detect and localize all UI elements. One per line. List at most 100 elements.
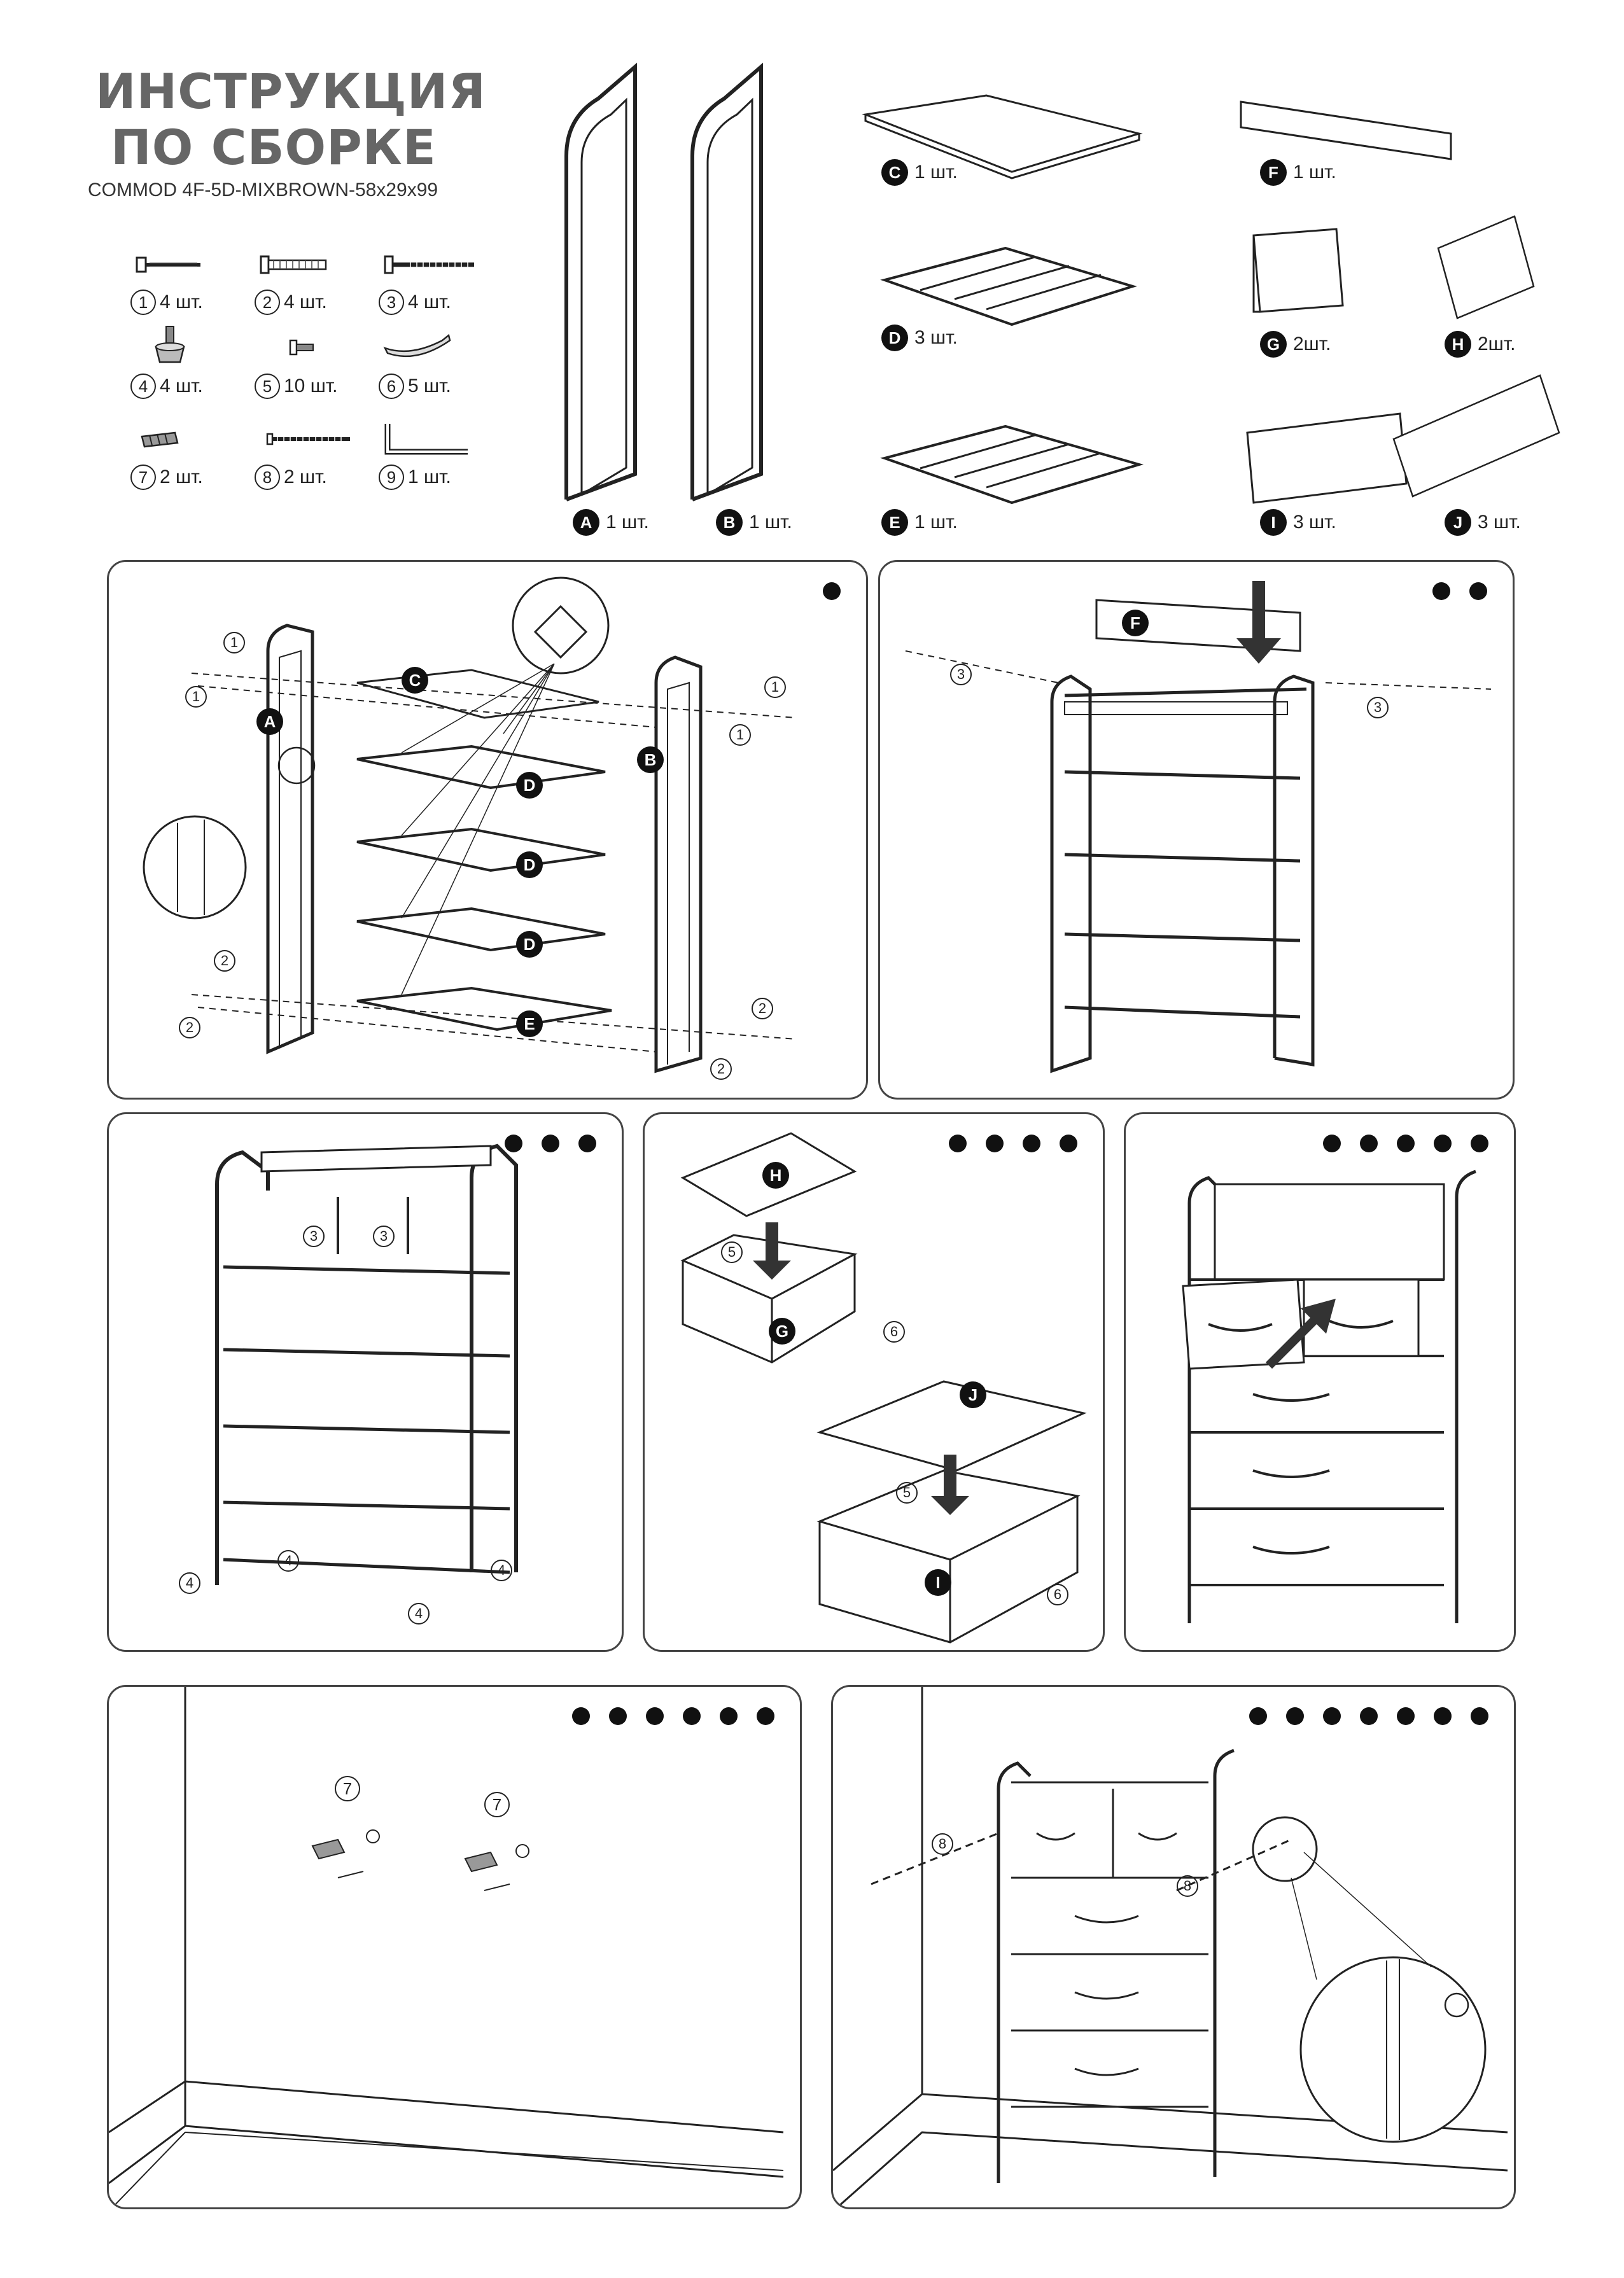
- page-title: ИНСТРУКЦИЯ ПО СБОРКЕ: [95, 63, 486, 176]
- callout-1: 1: [223, 632, 245, 653]
- step-7-panel: 8 8: [831, 1685, 1516, 2209]
- callout-2: 2: [214, 950, 235, 972]
- part-letter: G: [1260, 331, 1287, 358]
- hardware-number: 9: [379, 465, 404, 490]
- step-dot: [1432, 582, 1450, 600]
- hardware-number: 4: [130, 374, 156, 399]
- step-dot: [1323, 1707, 1341, 1725]
- callout-8: 8: [932, 1833, 953, 1855]
- step-2-drawing: [905, 581, 1492, 1073]
- step-1-drawing: [143, 576, 797, 1073]
- callout-1: 1: [764, 676, 786, 698]
- part-qty: 2шт.: [1293, 333, 1331, 354]
- callout-3: 3: [1367, 697, 1389, 718]
- part-letter: C: [881, 159, 908, 186]
- hardware-number: 8: [255, 465, 280, 490]
- step-3-dots: [505, 1135, 596, 1152]
- part-letter: I: [1260, 509, 1287, 536]
- callout-e: E: [516, 1010, 543, 1037]
- step-5-panel: [1124, 1112, 1516, 1652]
- hardware-qty: 2 шт.: [160, 466, 203, 487]
- callout-2: 2: [752, 998, 773, 1019]
- step-dot: [1023, 1135, 1040, 1152]
- part-qty: 1 шт.: [914, 162, 958, 183]
- title-line-1: ИНСТРУКЦИЯ: [95, 63, 486, 120]
- step-dot: [1360, 1707, 1378, 1725]
- part-letter: F: [1260, 159, 1287, 186]
- callout-b: B: [637, 746, 664, 773]
- callout-3: 3: [373, 1226, 395, 1247]
- callout-5: 5: [721, 1241, 743, 1263]
- part-letter: A: [573, 509, 599, 536]
- hardware-qty: 4 шт.: [408, 291, 451, 312]
- step-2-panel: F 3 3: [878, 560, 1515, 1100]
- part-label-g: G 2шт.: [1260, 331, 1331, 358]
- callout-3: 3: [303, 1226, 325, 1247]
- step-5-drawing: [1182, 1170, 1476, 1623]
- step-3-drawing: [215, 1143, 518, 1585]
- part-letter: J: [1445, 509, 1471, 536]
- callout-c: C: [402, 667, 428, 694]
- step-6-panel: 7 7: [107, 1685, 802, 2209]
- step-dot: [757, 1707, 774, 1725]
- hardware-qty: 4 шт.: [160, 375, 203, 396]
- hardware-qty: 4 шт.: [284, 291, 327, 312]
- step-dot: [949, 1135, 967, 1152]
- hardware-qty: 4 шт.: [160, 291, 203, 312]
- step-dot: [505, 1135, 522, 1152]
- step-dot: [1397, 1135, 1415, 1152]
- step-3-panel: 3 3 4 4 4 4: [107, 1112, 624, 1652]
- hardware-number: 1: [130, 290, 156, 315]
- part-qty: 3 шт.: [914, 327, 958, 348]
- step-dot: [1060, 1135, 1077, 1152]
- step-4-panel: H G J I 5 5 6 6: [643, 1112, 1105, 1652]
- callout-d: D: [516, 851, 543, 878]
- step-dot: [1286, 1707, 1304, 1725]
- part-qty: 1 шт.: [606, 512, 649, 533]
- model-code: COMMOD 4F-5D-MIXBROWN-58x29x99: [88, 179, 438, 200]
- callout-6: 6: [1047, 1584, 1068, 1605]
- step-dot: [1434, 1707, 1452, 1725]
- callout-f: F: [1122, 610, 1149, 636]
- step-dot: [609, 1707, 627, 1725]
- callout-2: 2: [179, 1017, 200, 1038]
- hardware-number: 7: [130, 465, 156, 490]
- leveling-foot-icon: [155, 326, 185, 363]
- part-qty: 2шт.: [1478, 333, 1516, 354]
- part-side-frames: [560, 60, 789, 512]
- step-dot: [683, 1707, 701, 1725]
- callout-j: J: [960, 1381, 986, 1408]
- step-dot: [1469, 582, 1487, 600]
- callout-d: D: [516, 931, 543, 958]
- part-qty: 3 шт.: [1478, 512, 1521, 533]
- wall-anchor-icon: [141, 431, 179, 448]
- callout-4: 4: [491, 1560, 512, 1581]
- step-7-dots: [1249, 1707, 1488, 1725]
- step-dot: [1471, 1707, 1488, 1725]
- part-label-j: J 3 шт.: [1445, 509, 1521, 536]
- step-dot: [1249, 1707, 1267, 1725]
- callout-4: 4: [277, 1550, 299, 1572]
- bolt-icon: [260, 255, 327, 274]
- small-screw-icon: [289, 339, 314, 356]
- step-5-dots: [1323, 1135, 1488, 1152]
- hardware-qty: 5 шт.: [408, 375, 451, 396]
- part-qty: 1 шт.: [1293, 162, 1336, 183]
- panels-drawing: [1240, 101, 1560, 504]
- shelves-drawing: [862, 94, 1144, 505]
- hardware-qty: 10 шт.: [284, 375, 338, 396]
- step-1-panel: A B C D D D E 1 1 1 1 2 2 2 2: [107, 560, 868, 1100]
